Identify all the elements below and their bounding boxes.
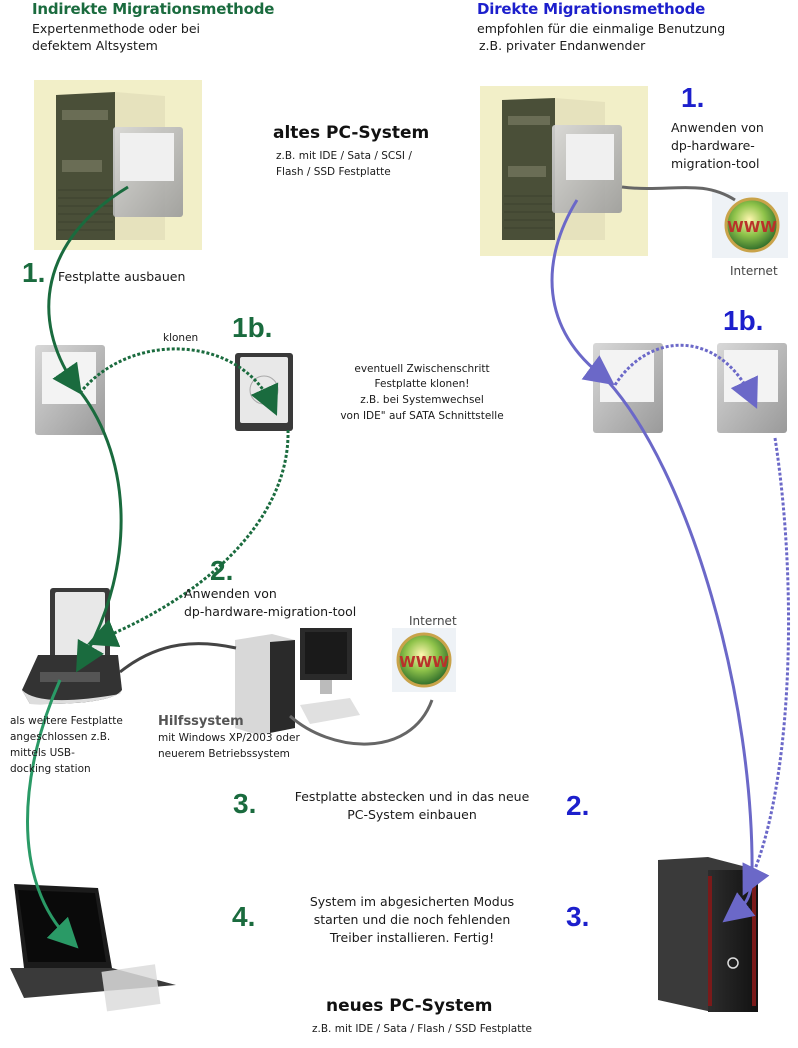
indirect-step-1-text: Festplatte ausbauen [58, 269, 186, 284]
clone-note-3: z.B. bei Systemwechsel [360, 394, 484, 406]
helper-pc-image [235, 628, 360, 735]
direct-step-1-text-3: migration-tool [671, 156, 760, 171]
arrow-direct-clone [613, 343, 758, 409]
www-badge-right: WWW [727, 218, 777, 236]
arrow-direct-into-new-pc [722, 879, 756, 923]
indirect-step-3-number: 3. [233, 788, 257, 819]
indirect-method-subheading-1: Expertenmethode oder bei [32, 21, 200, 36]
clone-note-4: von IDE" auf SATA Schnittstelle [340, 410, 504, 422]
internet-label-right: Internet [730, 264, 778, 278]
internet-label-middle: Internet [409, 614, 457, 628]
direct-step-3-number: 3. [566, 901, 590, 932]
indirect-step-2-text-1: Anwenden von [184, 586, 277, 601]
cable-dock-to-helper [119, 642, 237, 674]
safe-mode-text-3: Treiber installieren. Fertig! [329, 930, 495, 945]
direct-step-1-number: 1. [681, 82, 705, 113]
safe-mode-text-1: System im abgesicherten Modus [309, 894, 515, 909]
unplug-text-1: Festplatte abstecken und in das neue [294, 789, 530, 804]
arrow-to-dock [73, 384, 123, 673]
usb-docking-station-image [22, 588, 122, 705]
new-pc-tower-image [658, 857, 758, 1012]
direct-method-heading: Direkte Migrationsmethode [477, 0, 706, 18]
safe-mode-text-2: starten und die noch fehlenden [313, 912, 511, 927]
direct-method-subheading-1: empfohlen für die einmalige Benutzung [477, 21, 726, 36]
clone-note-2: Festplatte klonen! [374, 378, 470, 390]
arrow-clone [78, 347, 279, 416]
docking-note-2: angeschlossen z.B. [10, 731, 111, 743]
indirect-step-4-number: 4. [232, 901, 256, 932]
docking-note-3: mittels USB- [10, 747, 75, 759]
internet-globe-middle: WWW [392, 628, 456, 692]
clone-label: klonen [163, 332, 199, 344]
cable-helper-to-internet [288, 699, 434, 746]
indirect-step-2-number: 2. [210, 555, 234, 586]
clone-note-1: eventuell Zwischenschritt [354, 363, 490, 375]
old-system-desc-1: z.B. mit IDE / Sata / SCSI / [276, 150, 412, 162]
new-system-title: neues PC-System [326, 996, 493, 1016]
unplug-text-2: PC-System einbauen [347, 807, 477, 822]
hdd-right-a [593, 343, 663, 433]
new-system-desc: z.B. mit IDE / Sata / Flash / SSD Festpl… [312, 1023, 532, 1035]
indirect-step-2-text-2: dp-hardware-migration-tool [184, 604, 357, 619]
old-system-title: altes PC-System [273, 123, 430, 143]
hdd-left-b-2-5inch [235, 353, 293, 431]
helper-system-title: Hilfssystem [158, 714, 244, 729]
old-pc-right-image [480, 86, 648, 256]
indirect-method-heading: Indirekte Migrationsmethode [32, 0, 275, 18]
docking-note-4: docking station [10, 763, 91, 775]
cable-oldpc-to-internet [621, 185, 736, 202]
old-pc-left-image [34, 80, 202, 250]
helper-system-desc-1: mit Windows XP/2003 oder [158, 732, 300, 744]
docking-note-1: als weitere Festplatte [10, 715, 123, 727]
direct-step-1-text-1: Anwenden von [671, 120, 764, 135]
arrow-remove-disk [47, 185, 129, 395]
indirect-method-subheading-2: defektem Altsystem [32, 38, 158, 53]
direct-step-1-text-2: dp-hardware- [671, 138, 755, 153]
www-badge-middle: WWW [399, 653, 449, 671]
old-system-desc-2: Flash / SSD Festplatte [276, 166, 391, 178]
new-laptop-image [10, 884, 176, 1012]
arrow-direct-clone-to-new-pc [742, 437, 791, 896]
helper-system-desc-2: neuerem Betriebssystem [158, 748, 290, 760]
hdd-left-a [35, 345, 105, 435]
hdd-right-b [717, 343, 787, 433]
arrow-direct-long [603, 376, 754, 881]
internet-globe-right: WWW [712, 192, 788, 258]
indirect-step-1b-number: 1b. [232, 312, 273, 343]
indirect-step-1-number: 1. [22, 257, 46, 288]
direct-step-1b-number: 1b. [723, 305, 764, 336]
direct-method-subheading-2: z.B. privater Endanwender [479, 38, 646, 53]
arrow-direct-disk [550, 199, 615, 386]
direct-step-2-number: 2. [566, 790, 590, 821]
